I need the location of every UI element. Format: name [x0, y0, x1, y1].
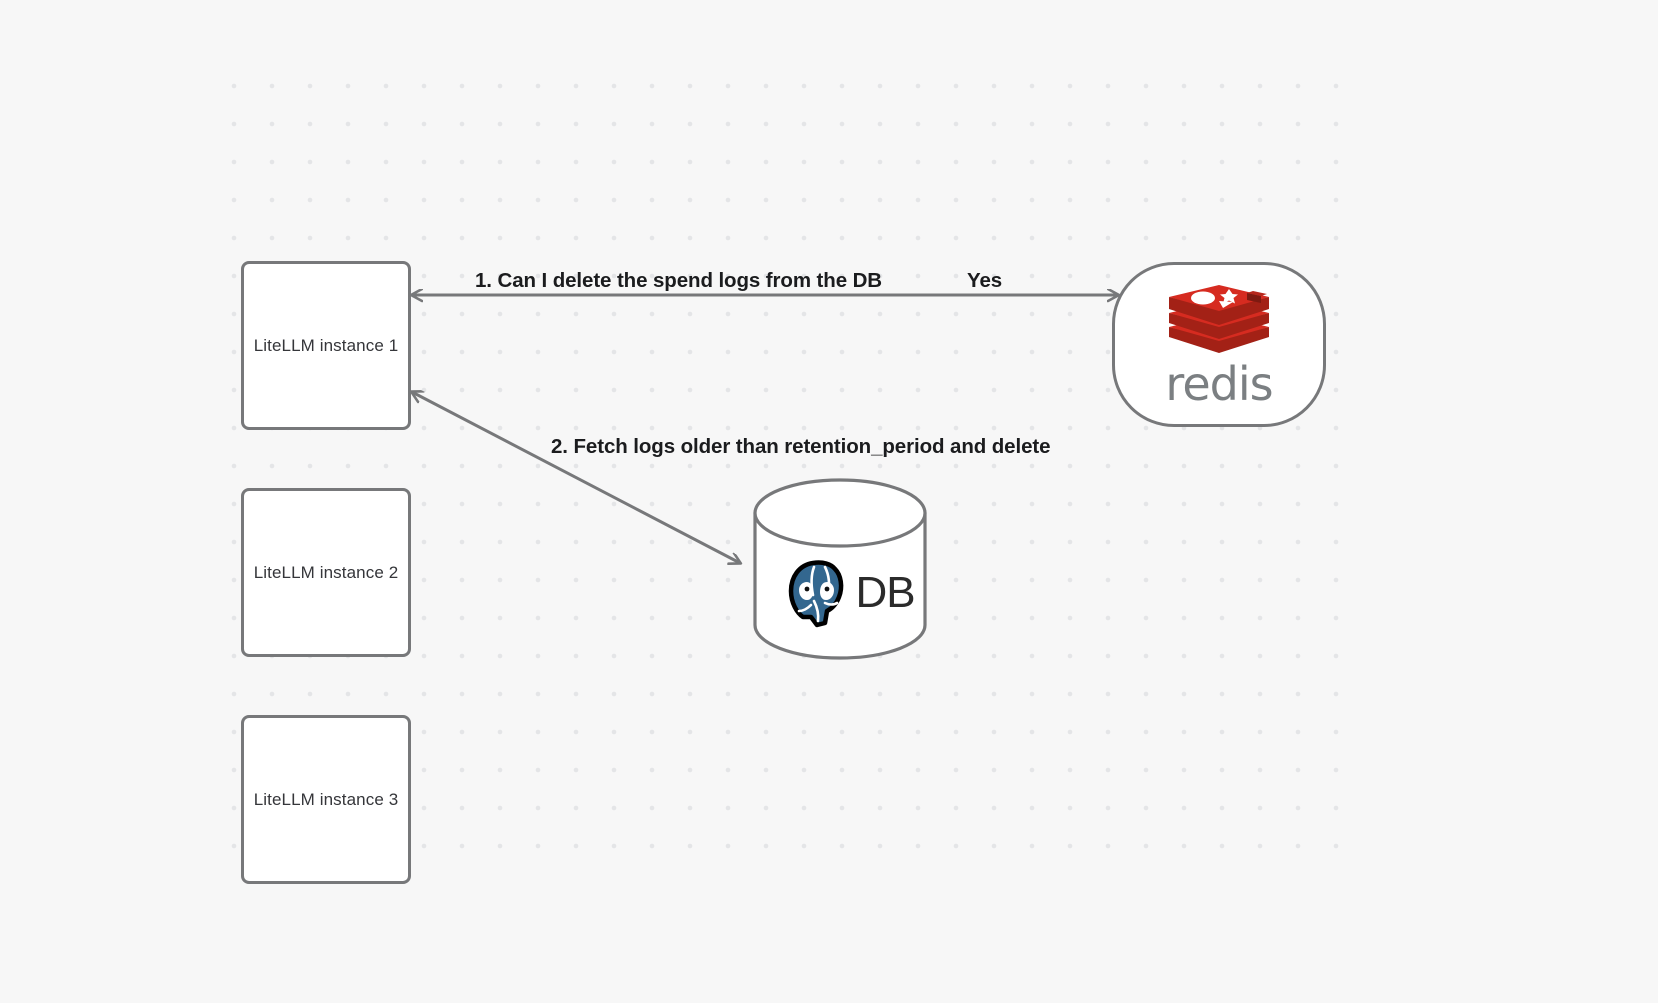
redis-logo-icon — [1169, 284, 1269, 353]
edge-label-1-response: Yes — [967, 269, 1003, 292]
edge-label-1: 1. Can I delete the spend logs from the … — [475, 269, 883, 292]
edge-litellm1-database-line — [412, 392, 740, 563]
node-litellm-instance-1[interactable]: LiteLLM instance 1 — [241, 261, 411, 430]
node-litellm-instance-3-label: LiteLLM instance 3 — [253, 789, 399, 809]
node-redis-label: redis — [1165, 356, 1273, 411]
node-litellm-instance-1-label: LiteLLM instance 1 — [253, 335, 399, 355]
node-redis[interactable]: redis — [1112, 262, 1326, 427]
postgresql-elephant-icon — [789, 560, 844, 628]
node-database-label: DB — [855, 568, 915, 617]
node-database[interactable]: DB — [762, 552, 932, 632]
edge-label-2: 2. Fetch logs older than retention_perio… — [551, 435, 1051, 458]
node-litellm-instance-2-label: LiteLLM instance 2 — [253, 562, 399, 582]
node-litellm-instance-3[interactable]: LiteLLM instance 3 — [241, 715, 411, 884]
node-litellm-instance-2[interactable]: LiteLLM instance 2 — [241, 488, 411, 657]
